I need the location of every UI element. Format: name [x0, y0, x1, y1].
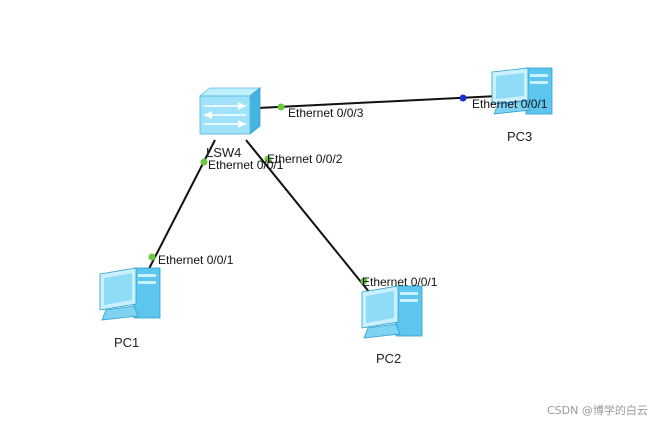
switch-icon: [198, 87, 262, 135]
pc1-label: PC1: [114, 335, 139, 350]
port-dot-lsw4-e002: [264, 155, 272, 163]
port-dot-lsw4-e003: [277, 103, 285, 111]
port-dot-pc3-e001: [459, 94, 467, 102]
pc3-label: PC3: [507, 129, 532, 144]
port-label-lsw4-e002: Ethernet 0/0/2: [267, 152, 343, 166]
port-dot-pc2-e001: [360, 277, 368, 285]
pc1-device[interactable]: [99, 267, 161, 321]
link-lsw4-pc3[interactable]: [257, 95, 499, 109]
pc3-device[interactable]: [491, 67, 553, 115]
pc-icon: [361, 285, 423, 339]
port-label-lsw4-e001: Ethernet 0/0/1: [208, 158, 284, 172]
pc-icon: [99, 267, 161, 321]
port-label-pc3-e001: Ethernet 0/0/1: [472, 97, 548, 111]
port-dot-lsw4-e001: [200, 158, 208, 166]
port-label-pc1-e001: Ethernet 0/0/1: [158, 253, 234, 267]
switch-lsw4[interactable]: [198, 87, 262, 135]
pc2-label: PC2: [376, 351, 401, 366]
pc2-device[interactable]: [361, 285, 423, 339]
pc-icon: [491, 67, 553, 115]
watermark: CSDN @博学的白云: [547, 403, 648, 417]
link-lsw4-pc2[interactable]: [245, 139, 375, 299]
switch-label: LSW4: [206, 145, 241, 160]
port-dot-pc1-e001: [148, 253, 156, 261]
port-label-lsw4-e003: Ethernet 0/0/3: [288, 106, 364, 120]
port-label-pc2-e001: Ethernet 0/0/1: [362, 275, 438, 289]
